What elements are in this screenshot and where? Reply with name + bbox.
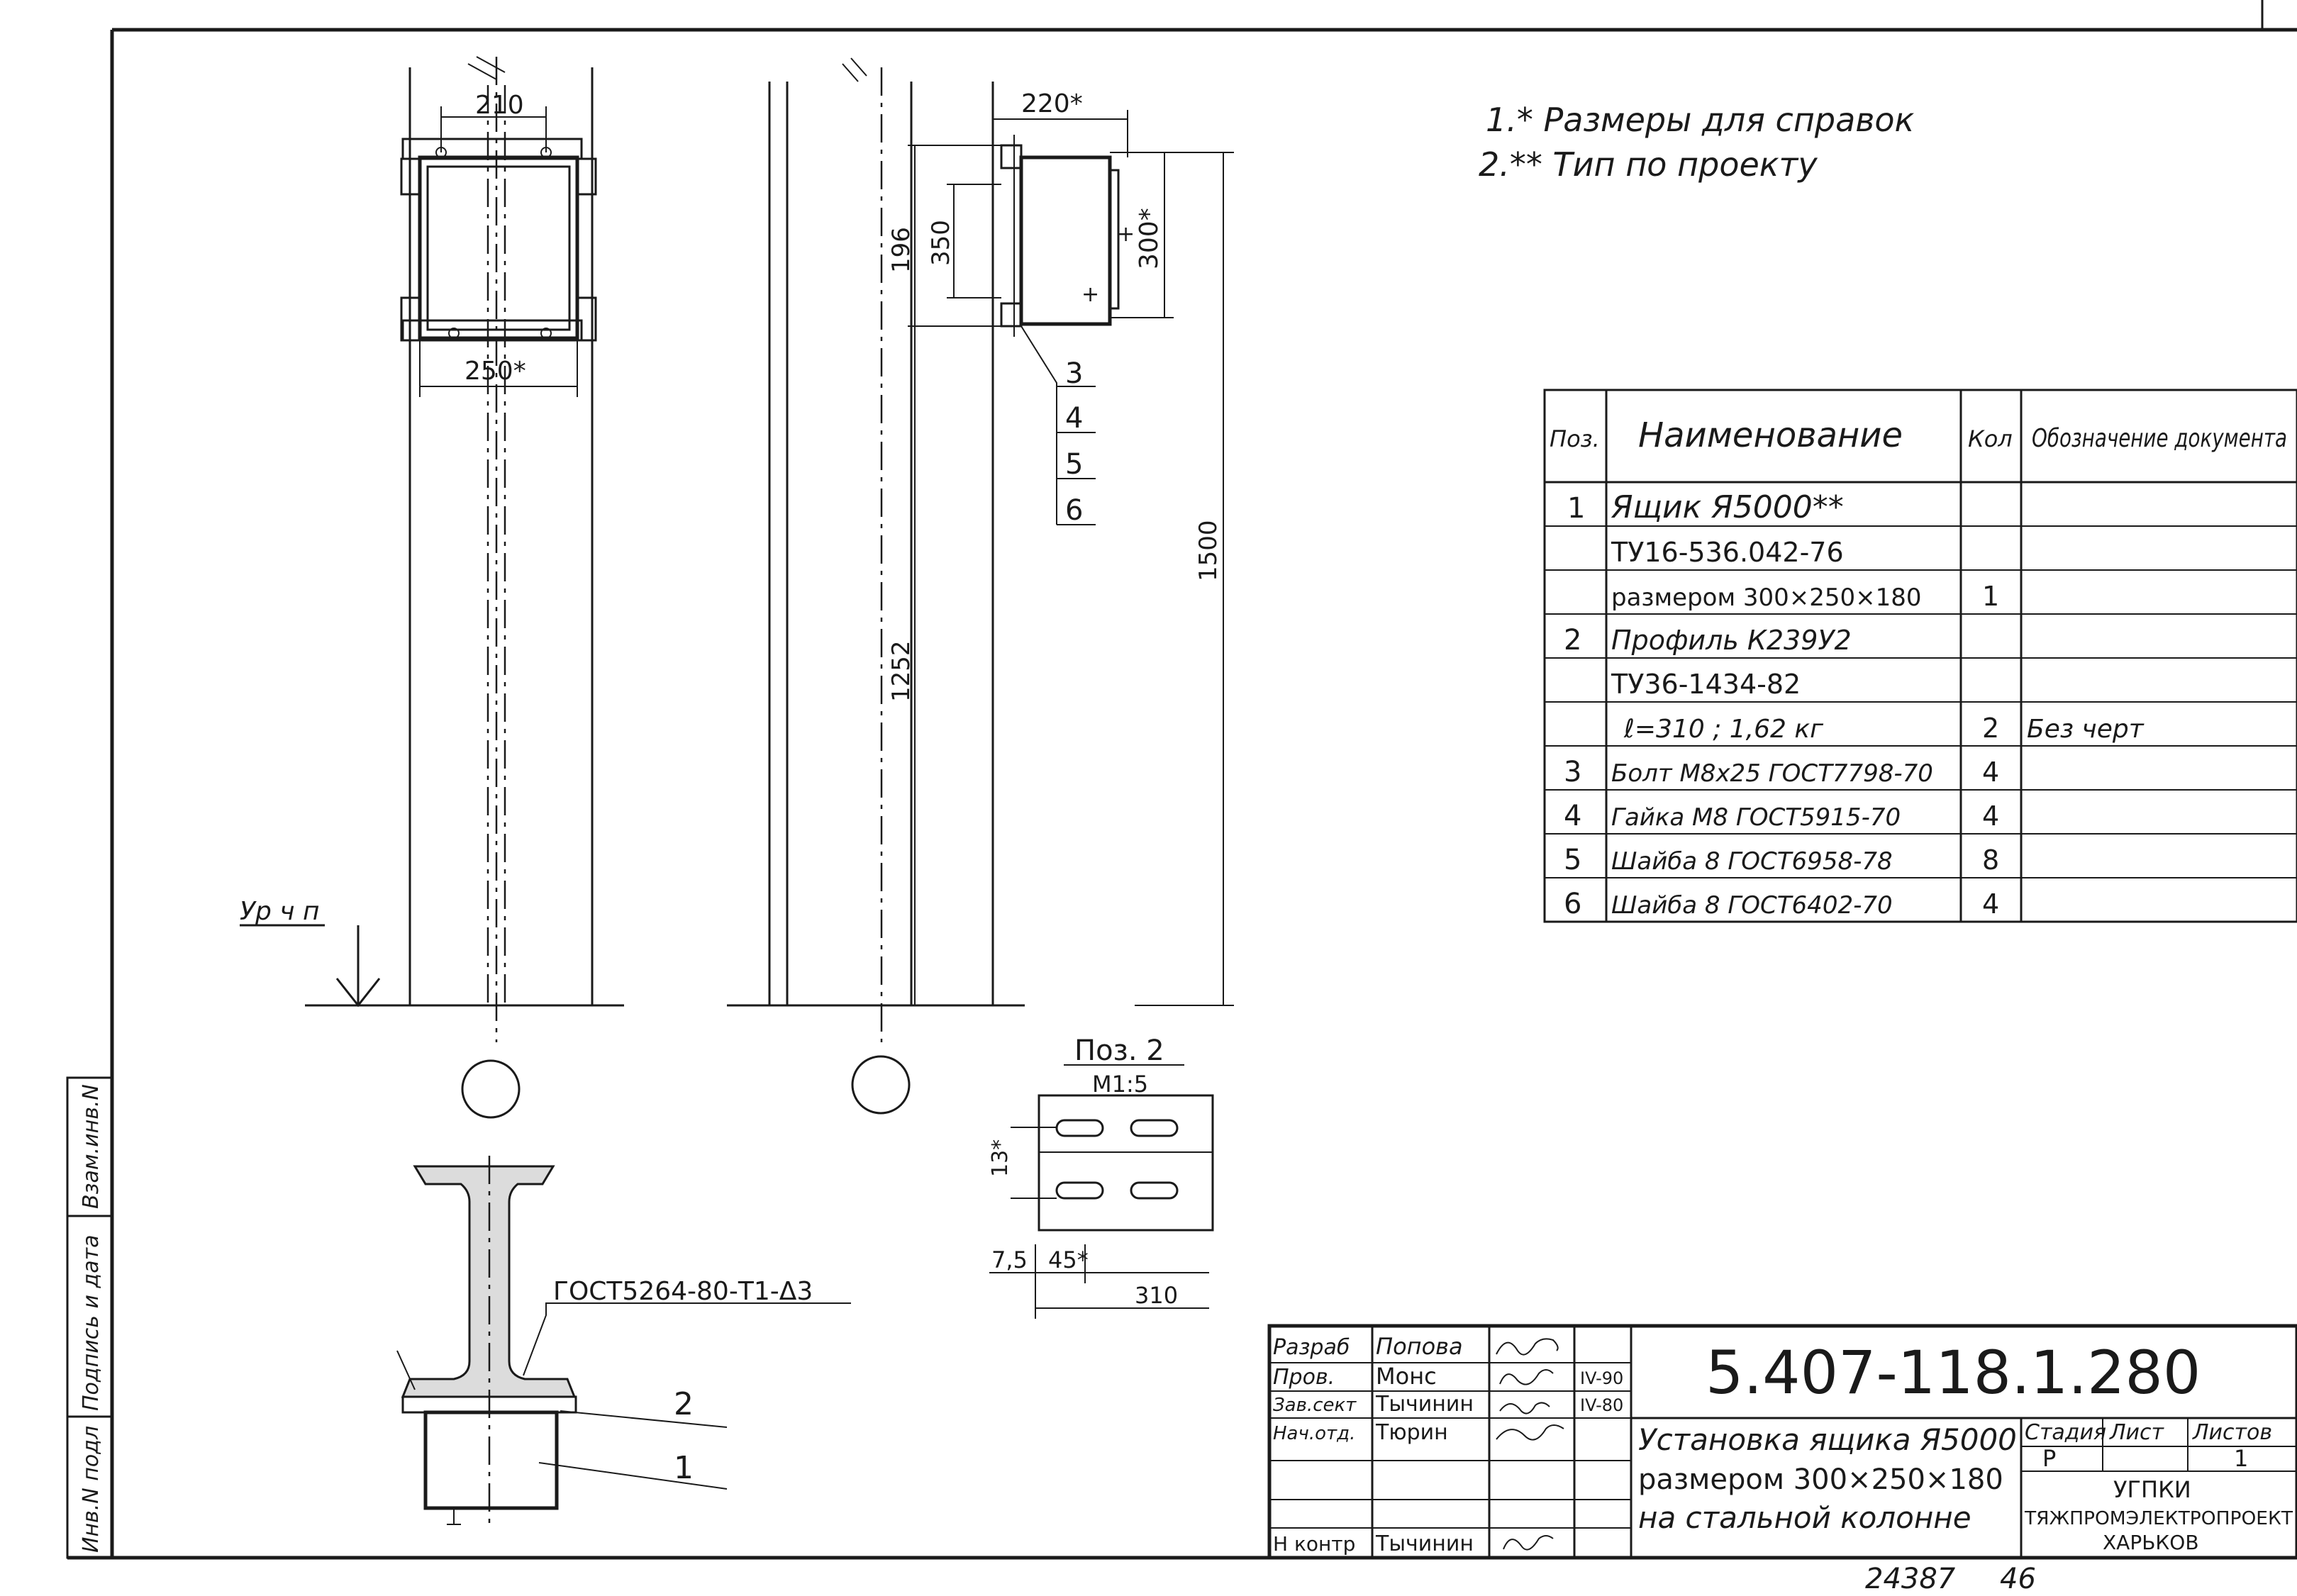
description-line1: Установка ящика Я5000 (1638, 1422, 2017, 1457)
bom-row-10-qty: 4 (1982, 888, 1999, 920)
bom-row-6-qty: 2 (1982, 713, 1999, 744)
side-stamp: Взам.инв.N Подпись и дата Инв.N подл (66, 1076, 113, 1559)
stage-label: Стадия (2025, 1420, 2106, 1445)
side-dim-196: 196 (887, 227, 916, 273)
side-dim-300: 300* (1135, 208, 1164, 269)
bom-row-9-pos: 5 (1564, 844, 1581, 876)
note-1: 1.* Размеры для справок (1486, 101, 1915, 139)
bom-table: Поз. Наименование Кол Обозначение докуме… (1543, 389, 2297, 923)
bom-row-9-name: Шайба 8 ГОСТ6958-78 (1611, 847, 1893, 876)
name-1: Попова (1376, 1333, 1463, 1360)
role-1: Разраб (1273, 1335, 1350, 1360)
date-1: IV-90 (1580, 1368, 1623, 1388)
bom-header-name: Наименование (1638, 415, 1903, 455)
level-label: Ур ч п (240, 897, 319, 926)
bom-row-8-pos: 4 (1564, 800, 1581, 832)
side-stamp-box3: Взам.инв.N (79, 1084, 104, 1209)
name-7: Тычинин (1375, 1531, 1474, 1556)
bom-row-4-name: Профиль К239У2 (1611, 625, 1852, 656)
bom-header-qty: Кол (1968, 425, 2013, 452)
bom-row-5-name: ТУ36-1434-82 (1611, 669, 1801, 700)
side-view: + + 220* 196 350 300* 1252 1500 3 (727, 57, 1234, 1115)
signature-2 (1499, 1369, 1554, 1385)
front-dim-top: 210 (475, 91, 524, 120)
side-dim-1252: 1252 (887, 640, 916, 702)
description-line3: на стальной колонне (1638, 1500, 1971, 1535)
detail-title: Поз. 2 (1074, 1034, 1164, 1067)
section-pos-2: 2 (674, 1386, 694, 1422)
callout-4: 4 (1065, 402, 1083, 435)
section-pos-1: 1 (674, 1450, 694, 1486)
note-2: 2.** Тип по проекту (1479, 145, 1818, 184)
signature-1 (1496, 1338, 1559, 1356)
sheets-value: 1 (2234, 1445, 2248, 1472)
bom-row-6-doc: Без черт (2027, 715, 2145, 744)
front-dim-bottom: 250* (465, 357, 526, 386)
name-4: Тюрин (1375, 1420, 1448, 1445)
role-4: Нач.отд. (1273, 1423, 1355, 1444)
bom-row-7-name: Болт М8х25 ГОСТ7798-70 (1611, 759, 1933, 788)
callout-3: 3 (1065, 357, 1083, 390)
org-line3: ХАРЬКОВ (2103, 1531, 2199, 1554)
bom-row-7-pos: 3 (1564, 756, 1581, 788)
bom-row-10-name: Шайба 8 ГОСТ6402-70 (1611, 891, 1893, 920)
bom-header-pos: Поз. (1550, 425, 1600, 452)
bom-row-3-name: размером 300×250×180 (1611, 584, 1922, 612)
role-3: Зав.сект (1273, 1395, 1357, 1416)
bom-row-9-qty: 8 (1982, 844, 1999, 876)
name-2: Монс (1376, 1363, 1437, 1390)
bom-row-4-pos: 2 (1564, 624, 1581, 657)
signature-3 (1499, 1402, 1550, 1414)
weld-note: ГОСТ5264-80-Т1-Δ3 (553, 1277, 813, 1306)
bom-row-6-name: ℓ=310 ; 1,62 кг (1623, 715, 1824, 744)
side-stamp-box1: Инв.N подл (79, 1426, 104, 1553)
date-2: IV-80 (1580, 1395, 1623, 1415)
bom-header-doc: Обозначение документа (2032, 424, 2287, 453)
svg-text:+: + (1081, 282, 1099, 307)
name-3: Тычинин (1375, 1392, 1474, 1417)
role-2: Пров. (1273, 1365, 1335, 1390)
detail-dim-310: 310 (1135, 1282, 1178, 1309)
bom-row-8-name: Гайка М8 ГОСТ5915-70 (1611, 803, 1901, 832)
side-dim-350: 350 (927, 220, 955, 266)
side-dim-1500: 1500 (1194, 520, 1223, 581)
bom-row-1-pos: 1 (1567, 492, 1585, 525)
sheet-frame (67, 0, 2297, 1560)
section-view: ГОСТ5264-80-Т1-Δ3 2 1 (396, 1156, 851, 1525)
description-line2: размером 300×250×180 (1638, 1463, 2003, 1496)
callout-6: 6 (1065, 494, 1083, 527)
sheet-label: Лист (2109, 1420, 2165, 1445)
callout-5: 5 (1065, 448, 1083, 481)
org-line2: ТЯЖПРОМЭЛЕКТРОПРОЕКТ (2024, 1508, 2293, 1529)
title-block: 5.407-118.1.280 Разраб Пров. Зав.сект На… (1267, 1324, 2297, 1560)
svg-text:+: + (1117, 222, 1135, 247)
bom-row-10-pos: 6 (1564, 888, 1581, 920)
detail-dim-13: 13* (988, 1139, 1013, 1177)
bom-row-3-qty: 1 (1982, 581, 1999, 612)
bom-row-1-name: Ящик Я5000** (1611, 489, 1844, 525)
org-line1: УГПКИ (2113, 1476, 2191, 1503)
doc-number: 5.407-118.1.280 (1706, 1338, 2201, 1407)
sheets-label: Листов (2192, 1420, 2272, 1445)
role-7: Н контр (1273, 1532, 1355, 1556)
signature-4 (1496, 1424, 1564, 1441)
bom-row-8-qty: 4 (1982, 800, 1999, 832)
bom-row-7-qty: 4 (1982, 757, 1999, 788)
archive-number: 24387 (1865, 1563, 1956, 1595)
stage-value: Р (2042, 1445, 2056, 1472)
format-number: 46 (2000, 1563, 2036, 1595)
front-view: 210 250* Ур ч п (240, 56, 624, 1119)
side-stamp-box2: Подпись и дата (79, 1235, 104, 1412)
side-dim-220: 220* (1021, 89, 1083, 118)
detail-scale: М1:5 (1092, 1071, 1148, 1098)
bom-row-2-name: ТУ16-536.042-76 (1611, 537, 1844, 568)
signature-7 (1503, 1535, 1554, 1551)
detail-view: Поз. 2 М1:5 13* 7,5 45* 310 (988, 1034, 1214, 1319)
detail-dim-45: 45* (1048, 1246, 1089, 1273)
detail-dim-7-5: 7,5 (991, 1246, 1028, 1273)
